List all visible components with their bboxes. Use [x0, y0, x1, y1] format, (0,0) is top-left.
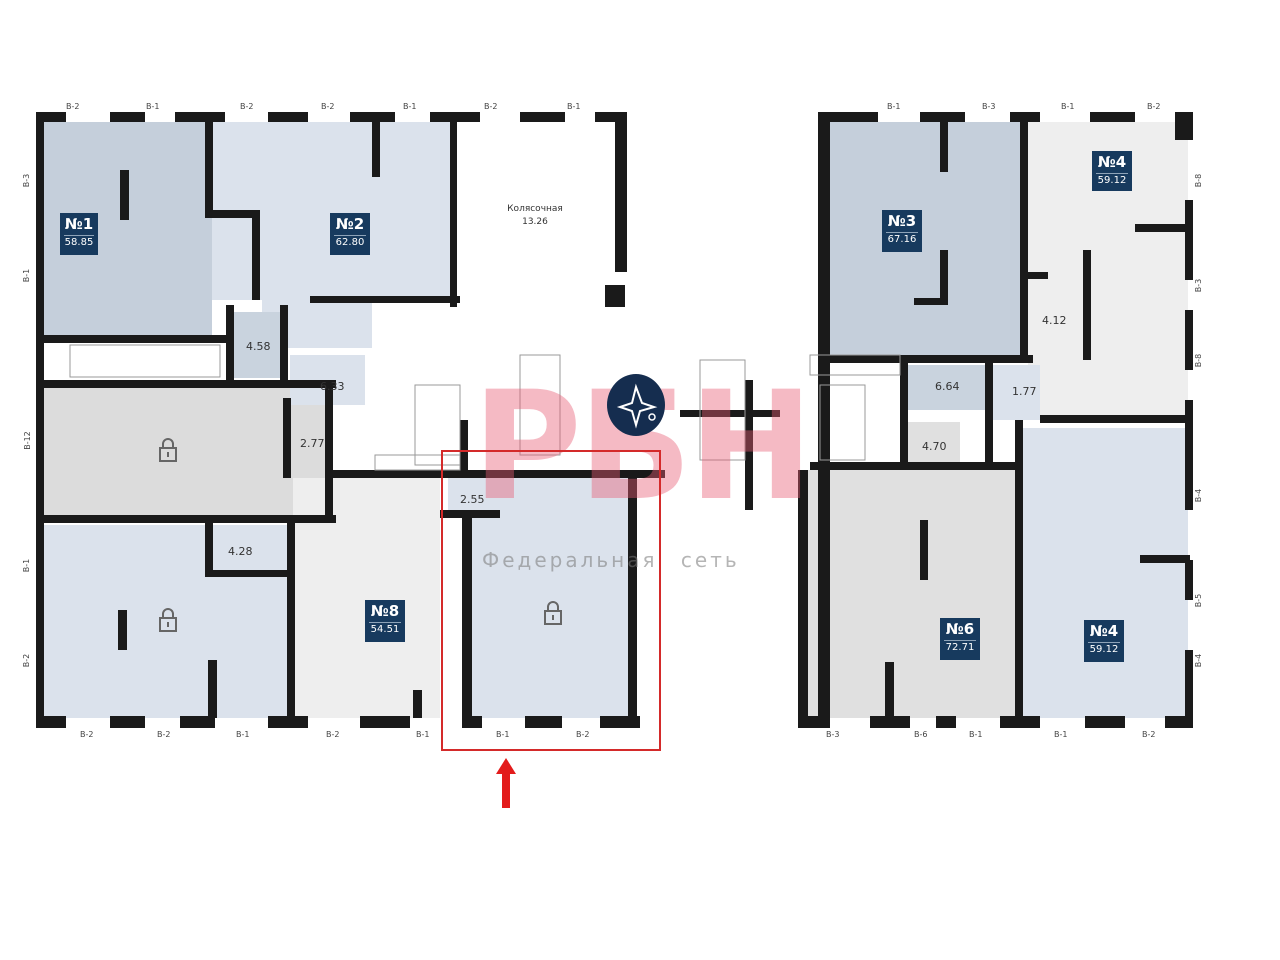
window-label: В-2	[484, 102, 498, 111]
unit-6-area[interactable]	[805, 470, 1015, 718]
unit-3-area[interactable]	[825, 122, 1022, 355]
window-label: В-1	[22, 558, 32, 573]
window-label: В-2	[1142, 730, 1156, 739]
selected-small-room	[448, 478, 493, 516]
window-label: В-2	[80, 730, 94, 739]
window-label: В-1	[146, 102, 160, 111]
room-4-70	[905, 422, 960, 462]
room-area-label: 6.64	[935, 380, 960, 393]
unit-number: №6	[944, 621, 976, 641]
window-label: В-3	[982, 102, 996, 111]
window-label: В-3	[22, 173, 32, 188]
lock-icon	[159, 608, 177, 632]
window-label: В-2	[22, 653, 32, 668]
room-1-77	[990, 365, 1040, 420]
room-4-58	[232, 312, 284, 378]
unit-number: №1	[64, 216, 94, 236]
window-label: В-2	[66, 102, 80, 111]
window-label: В-5	[1194, 593, 1204, 608]
agency-logo-icon	[607, 374, 665, 436]
room-6-64	[905, 365, 985, 410]
stroller-room-area: 13.26	[522, 217, 548, 227]
room-area-label: 2.77	[300, 437, 325, 450]
watermark-subtitle: Федеральная сеть	[482, 548, 740, 572]
room-area-label: 1.77	[1012, 385, 1037, 398]
room-area-label: 2.55	[460, 493, 485, 506]
unit-area: 59.12	[1089, 644, 1119, 655]
unit-number: №4	[1096, 154, 1128, 174]
stroller-room-name: Колясочная	[507, 204, 563, 214]
unit-number: №4	[1088, 623, 1120, 643]
unit-area: 62.80	[335, 237, 365, 248]
unit-area: 58.85	[64, 237, 94, 248]
unit-number: №8	[369, 603, 401, 623]
window-label: В-2	[1147, 102, 1161, 111]
window-label: В-2	[576, 730, 590, 739]
window-label: В-2	[326, 730, 340, 739]
window-label: В-1	[236, 730, 250, 739]
unit-area: 54.51	[370, 624, 400, 635]
window-label: В-1	[496, 730, 510, 739]
window-label: В-2	[240, 102, 254, 111]
stroller-room-label: Колясочная 13.26	[495, 203, 575, 229]
selected-unit-highlight[interactable]	[441, 450, 661, 751]
locked-unit-top-left[interactable]	[42, 388, 330, 515]
room-area-label: 4.28	[228, 545, 253, 558]
window-label: В-12	[22, 431, 32, 450]
window-label: В-1	[416, 730, 430, 739]
unit-area: 72.71	[945, 642, 975, 653]
window-label: В-2	[157, 730, 171, 739]
unit-number: №3	[886, 213, 918, 233]
window-label: В-8	[1194, 353, 1204, 368]
window-label: В-1	[1061, 102, 1075, 111]
window-label: В-1	[1054, 730, 1068, 739]
window-label: В-3	[826, 730, 840, 739]
window-label: В-6	[914, 730, 928, 739]
window-label: В-4	[1194, 653, 1204, 668]
lock-icon	[544, 601, 562, 625]
window-label: В-1	[403, 102, 417, 111]
window-label: В-4	[1194, 488, 1204, 503]
room-area-label: 4.58	[246, 340, 271, 353]
window-label: В-1	[887, 102, 901, 111]
window-label: В-1	[22, 268, 32, 283]
window-label: В-1	[567, 102, 581, 111]
room-area-label: 6.33	[320, 380, 345, 393]
room-area-label: 4.12	[1042, 314, 1067, 327]
arrow-up-icon	[496, 758, 516, 808]
unit-area: 59.12	[1097, 175, 1127, 186]
unit-area: 67.16	[887, 234, 917, 245]
locked-unit-bottom-left[interactable]	[42, 525, 293, 718]
lock-icon	[159, 438, 177, 462]
room-area-label: 4.70	[922, 440, 947, 453]
unit-number: №2	[334, 216, 366, 236]
window-label: В-1	[969, 730, 983, 739]
window-label: В-3	[1194, 278, 1204, 293]
window-label: В-8	[1194, 173, 1204, 188]
window-label: В-2	[321, 102, 335, 111]
unit-4-bottom-area[interactable]	[1022, 428, 1188, 718]
